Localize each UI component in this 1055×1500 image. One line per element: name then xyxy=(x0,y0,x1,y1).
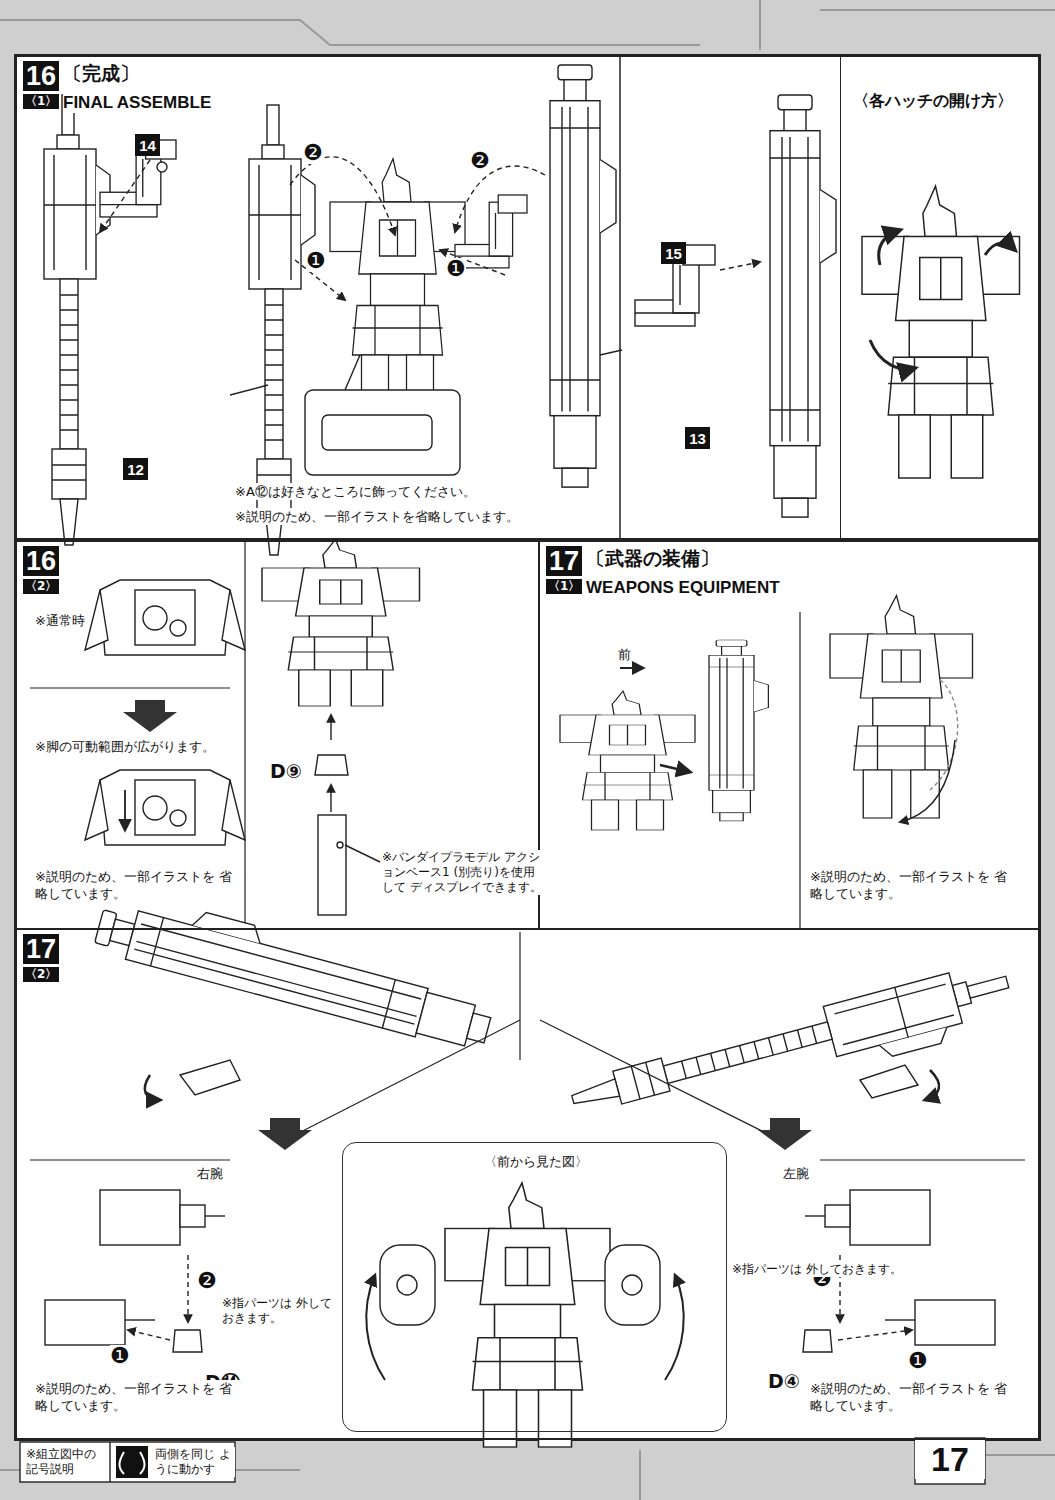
part-label: D④ xyxy=(768,1370,800,1392)
callout-number: ❶ xyxy=(306,250,326,272)
note-text: 両側を同じ ように動かす xyxy=(155,1447,235,1477)
note-text: ※説明のため、一部イラストを 省略しています。 xyxy=(810,868,1015,902)
note-text: ※説明のため、一部イラストを 省略しています。 xyxy=(810,1380,1015,1414)
note-text: ※指パーツは 外しておきます。 xyxy=(222,1296,342,1326)
note-text: 前 xyxy=(618,646,631,663)
step-heading: 〈1〉 xyxy=(546,579,582,594)
note-text: ※組立図中の 記号説明 xyxy=(26,1447,108,1477)
callout-number: ❷ xyxy=(197,1270,217,1292)
part-number-badge: 12 xyxy=(123,458,148,480)
step-16-1-art xyxy=(44,57,1020,555)
note-text: ※指パーツは 外しておきます。 xyxy=(732,1262,902,1277)
note-text: ※バンダイプラモデル アクションベース1 (別売り)を使用して ディスプレイでき… xyxy=(382,850,542,895)
callout-number: ❶ xyxy=(110,1345,130,1367)
step-heading: 17 xyxy=(546,546,582,576)
view-callout-box: 〈前から見た図〉 xyxy=(342,1142,727,1432)
callout-number: ❷ xyxy=(303,142,323,164)
part-number-badge: 14 xyxy=(135,134,160,156)
step-heading: WEAPONS EQUIPMENT xyxy=(586,578,780,598)
part-number-badge: 15 xyxy=(661,242,686,264)
step-panel: 〈各ハッチの開け方〉 xyxy=(840,57,1042,542)
step-heading: 〈2〉 xyxy=(23,579,59,594)
step-heading: 16 xyxy=(23,61,59,91)
step-heading: 〈2〉 xyxy=(23,967,59,982)
callout-number: ❶ xyxy=(908,1350,928,1372)
step-17-2-art xyxy=(30,887,1025,1447)
page-number: 17 xyxy=(915,1440,985,1479)
note-text: ※A⑫は好きなところに飾ってください。 xyxy=(235,483,476,500)
step-heading: 〔完成〕 xyxy=(63,61,139,85)
step-panel: 16〔完成〕〈1〉 FINAL ASSEMBLE 〈各ハッチの開け方〉 14 12 15 1… xyxy=(15,55,1040,540)
part-number: 15 xyxy=(665,245,682,262)
note-text: 右腕 xyxy=(197,1165,223,1182)
callout-number: ❶ xyxy=(446,258,466,280)
note-text: ※通常時 xyxy=(35,612,85,629)
part-number: 14 xyxy=(139,137,156,154)
part-label: D⑨ xyxy=(270,760,302,782)
part-number: 12 xyxy=(127,461,144,478)
note-text: ※説明のため、一部イラストを 省略しています。 xyxy=(35,868,240,902)
step-heading: 〈前から見た図〉 xyxy=(484,1153,588,1171)
step-heading: 16 xyxy=(23,546,59,576)
part-number: 13 xyxy=(689,430,706,447)
note-text: ※説明のため、一部イラストを省略しています。 xyxy=(235,508,519,525)
step-heading: 〔武器の装備〕 xyxy=(586,546,719,570)
note-text: ※説明のため、一部イラストを 省略しています。 xyxy=(35,1380,240,1414)
step-heading: 〈各ハッチの開け方〉 xyxy=(853,91,1013,112)
step-heading: 〈1〉 xyxy=(23,94,59,109)
step-heading: 17 xyxy=(23,934,59,964)
step-panel: 17 〈2〉〈前から見た図〉 xyxy=(15,928,1040,1440)
part-number-badge: 13 xyxy=(685,427,710,449)
callout-number: ❷ xyxy=(470,150,490,172)
note-text: 左腕 xyxy=(783,1165,809,1182)
step-heading: FINAL ASSEMBLE xyxy=(63,93,211,113)
note-text: ※脚の可動範囲が広がります。 xyxy=(35,738,215,755)
